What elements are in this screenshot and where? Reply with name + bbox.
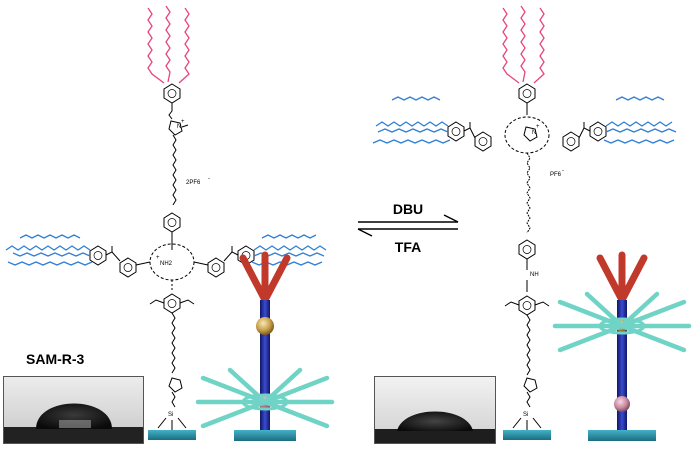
right-molecule: N + PF6 - NH [372, 5, 677, 440]
left-alkyl-chains [147, 5, 190, 84]
right-dimethoxy-benzene [518, 295, 536, 316]
left-cartoon-substrate [234, 430, 296, 441]
right-glycol-chains-left [372, 96, 451, 144]
right-counterion-charge: - [562, 168, 564, 174]
left-crown-benzene-right [207, 257, 225, 278]
left-cartoon-station-upper [256, 317, 274, 335]
left-silane-label: Si [168, 412, 173, 418]
right-top-benzene [518, 83, 536, 104]
right-crown-ether [504, 116, 550, 154]
left-molecule: N + 2PF6 - NH2 + [5, 5, 327, 440]
rotaxane-cartoon-right [552, 251, 692, 441]
left-top-benzene [163, 83, 181, 104]
left-counterion-charge: - [208, 176, 210, 182]
left-cartoon-wheel [195, 367, 335, 429]
right-counterion: PF6 [550, 172, 562, 178]
right-alkyl-chains [502, 5, 545, 84]
right-crown-benzene-right [562, 131, 580, 152]
droplet-photo-right [374, 376, 496, 444]
left-axle-phenyl [163, 212, 181, 233]
reverse-arrow-label: TFA [395, 239, 421, 255]
right-ester-benzene-left [447, 121, 465, 142]
right-amine-label: NH [530, 272, 539, 278]
right-lower-triazole [523, 377, 538, 393]
forward-arrow-label: DBU [393, 201, 423, 217]
right-triazolium-charge: + [536, 124, 540, 130]
left-glycol-chains-left [5, 234, 93, 266]
right-glycol-chains-right [603, 96, 677, 144]
droplet-right-icon [375, 377, 495, 443]
left-counterion: 2PF6 [186, 180, 201, 186]
left-ammonium-charge: + [156, 255, 160, 261]
right-ester-benzene-right [589, 121, 607, 142]
right-crown-benzene-left [474, 131, 492, 152]
right-silane-label: Si [523, 412, 528, 418]
equilibrium-arrows: DBU TFA [357, 201, 459, 255]
rotaxane-cartoon-left [195, 251, 335, 441]
sample-title: SAM-R-3 [26, 351, 85, 367]
left-triazolium-charge: + [181, 119, 185, 125]
right-cartoon-substrate [588, 430, 656, 441]
droplet-photo-left [3, 376, 144, 444]
right-cartoon-station-lower [614, 396, 630, 412]
left-crown-benzene-left [119, 257, 137, 278]
right-triazolium-ring [523, 126, 538, 142]
left-molecule-substrate [148, 430, 196, 440]
left-dimethoxy-benzene [163, 293, 181, 314]
left-ammonium-label: NH2 [160, 261, 173, 267]
right-cartoon-wheel [552, 291, 692, 353]
left-lower-triazole [168, 377, 183, 393]
right-triazolium-label: N [532, 130, 536, 136]
right-axle-phenyl [518, 239, 536, 260]
left-triazolium-label: N [177, 124, 181, 130]
left-ester-benzene-left [89, 245, 107, 266]
right-molecule-substrate [503, 430, 551, 440]
droplet-left-icon [4, 377, 143, 443]
left-triazolium-ring [168, 120, 183, 136]
